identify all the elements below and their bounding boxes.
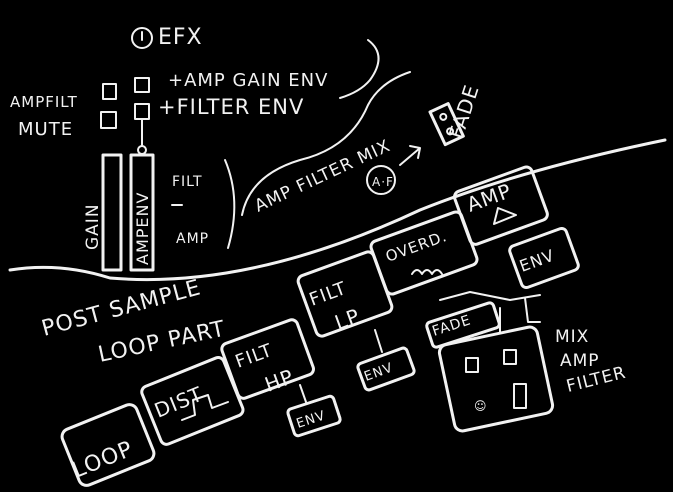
dist-label: DIST — [151, 382, 207, 423]
filt-output-label: FILT — [172, 174, 203, 190]
toggle-group: AMPFILT MUTE +AMP GAIN ENV +FILTER ENV — [10, 39, 380, 155]
mix-amp-slot — [465, 357, 479, 373]
fade-switch[interactable] — [428, 102, 465, 147]
mix-level-slot — [513, 383, 527, 409]
efx-label: EFX — [158, 25, 203, 50]
mix-knob[interactable] — [366, 165, 396, 195]
amp-output-label: AMP — [176, 231, 209, 247]
efx-header: EFX — [131, 25, 203, 50]
svg-text:A·F: A·F — [372, 175, 394, 189]
hp-label: HP — [262, 364, 298, 397]
mix-curve — [241, 71, 411, 216]
filt-lp-label: FILT — [307, 278, 350, 311]
arrow-up-right-icon — [399, 145, 421, 166]
ampfilt-label: AMPFILT — [10, 93, 78, 111]
slider-group: GAIN AMPENV FILT AMP — [83, 153, 236, 272]
ampfilt-checkbox[interactable] — [102, 83, 117, 100]
wave-icon — [411, 269, 443, 275]
loop-module[interactable]: LOOP — [60, 402, 157, 488]
fade-label: FADE — [444, 81, 484, 141]
slider-bracket — [224, 159, 236, 249]
mix-module[interactable]: ☺ — [437, 325, 555, 433]
toggle-bracket — [339, 39, 380, 99]
amp-env-slider[interactable] — [129, 153, 155, 272]
filter-env-label: +FILTER ENV — [158, 95, 304, 119]
efx-circle-icon — [131, 27, 153, 49]
filter-env-checkbox[interactable] — [134, 103, 150, 120]
section-divider — [8, 138, 667, 282]
mute-checkbox[interactable] — [100, 111, 117, 129]
mute-label: MUTE — [18, 119, 73, 140]
filt-hp-label: FILT — [233, 340, 276, 373]
mix-face-icon: ☺ — [474, 399, 488, 413]
amp-module[interactable]: AMP — [453, 165, 549, 246]
mix-group: AMP FILTER MIX A·F FADE — [241, 71, 484, 217]
env-module-1[interactable]: ENV — [286, 394, 342, 438]
connector-env-mix — [524, 297, 541, 323]
env-module-3[interactable]: ENV — [508, 226, 580, 290]
amp-env-label: AMPENV — [133, 192, 152, 265]
mix-filter-slot — [503, 349, 517, 365]
gain-label: GAIN — [83, 203, 103, 250]
amp-gain-env-label: +AMP GAIN ENV — [168, 70, 328, 91]
amp-gain-env-checkbox[interactable] — [134, 77, 150, 93]
gain-slider[interactable] — [101, 153, 123, 272]
square-wave-icon — [181, 394, 229, 421]
filt-lp-module[interactable]: FILT LP — [296, 250, 394, 338]
env3-label: ENV — [517, 246, 557, 276]
env-module-2[interactable]: ENV — [356, 346, 416, 392]
mix-side-label-2: AMP — [560, 351, 600, 371]
mix-side-label-1: MIX — [555, 327, 589, 347]
loop-label: LOOP — [69, 437, 137, 484]
overd-label: OVERD. — [383, 227, 449, 266]
triangle-icon — [493, 207, 517, 225]
